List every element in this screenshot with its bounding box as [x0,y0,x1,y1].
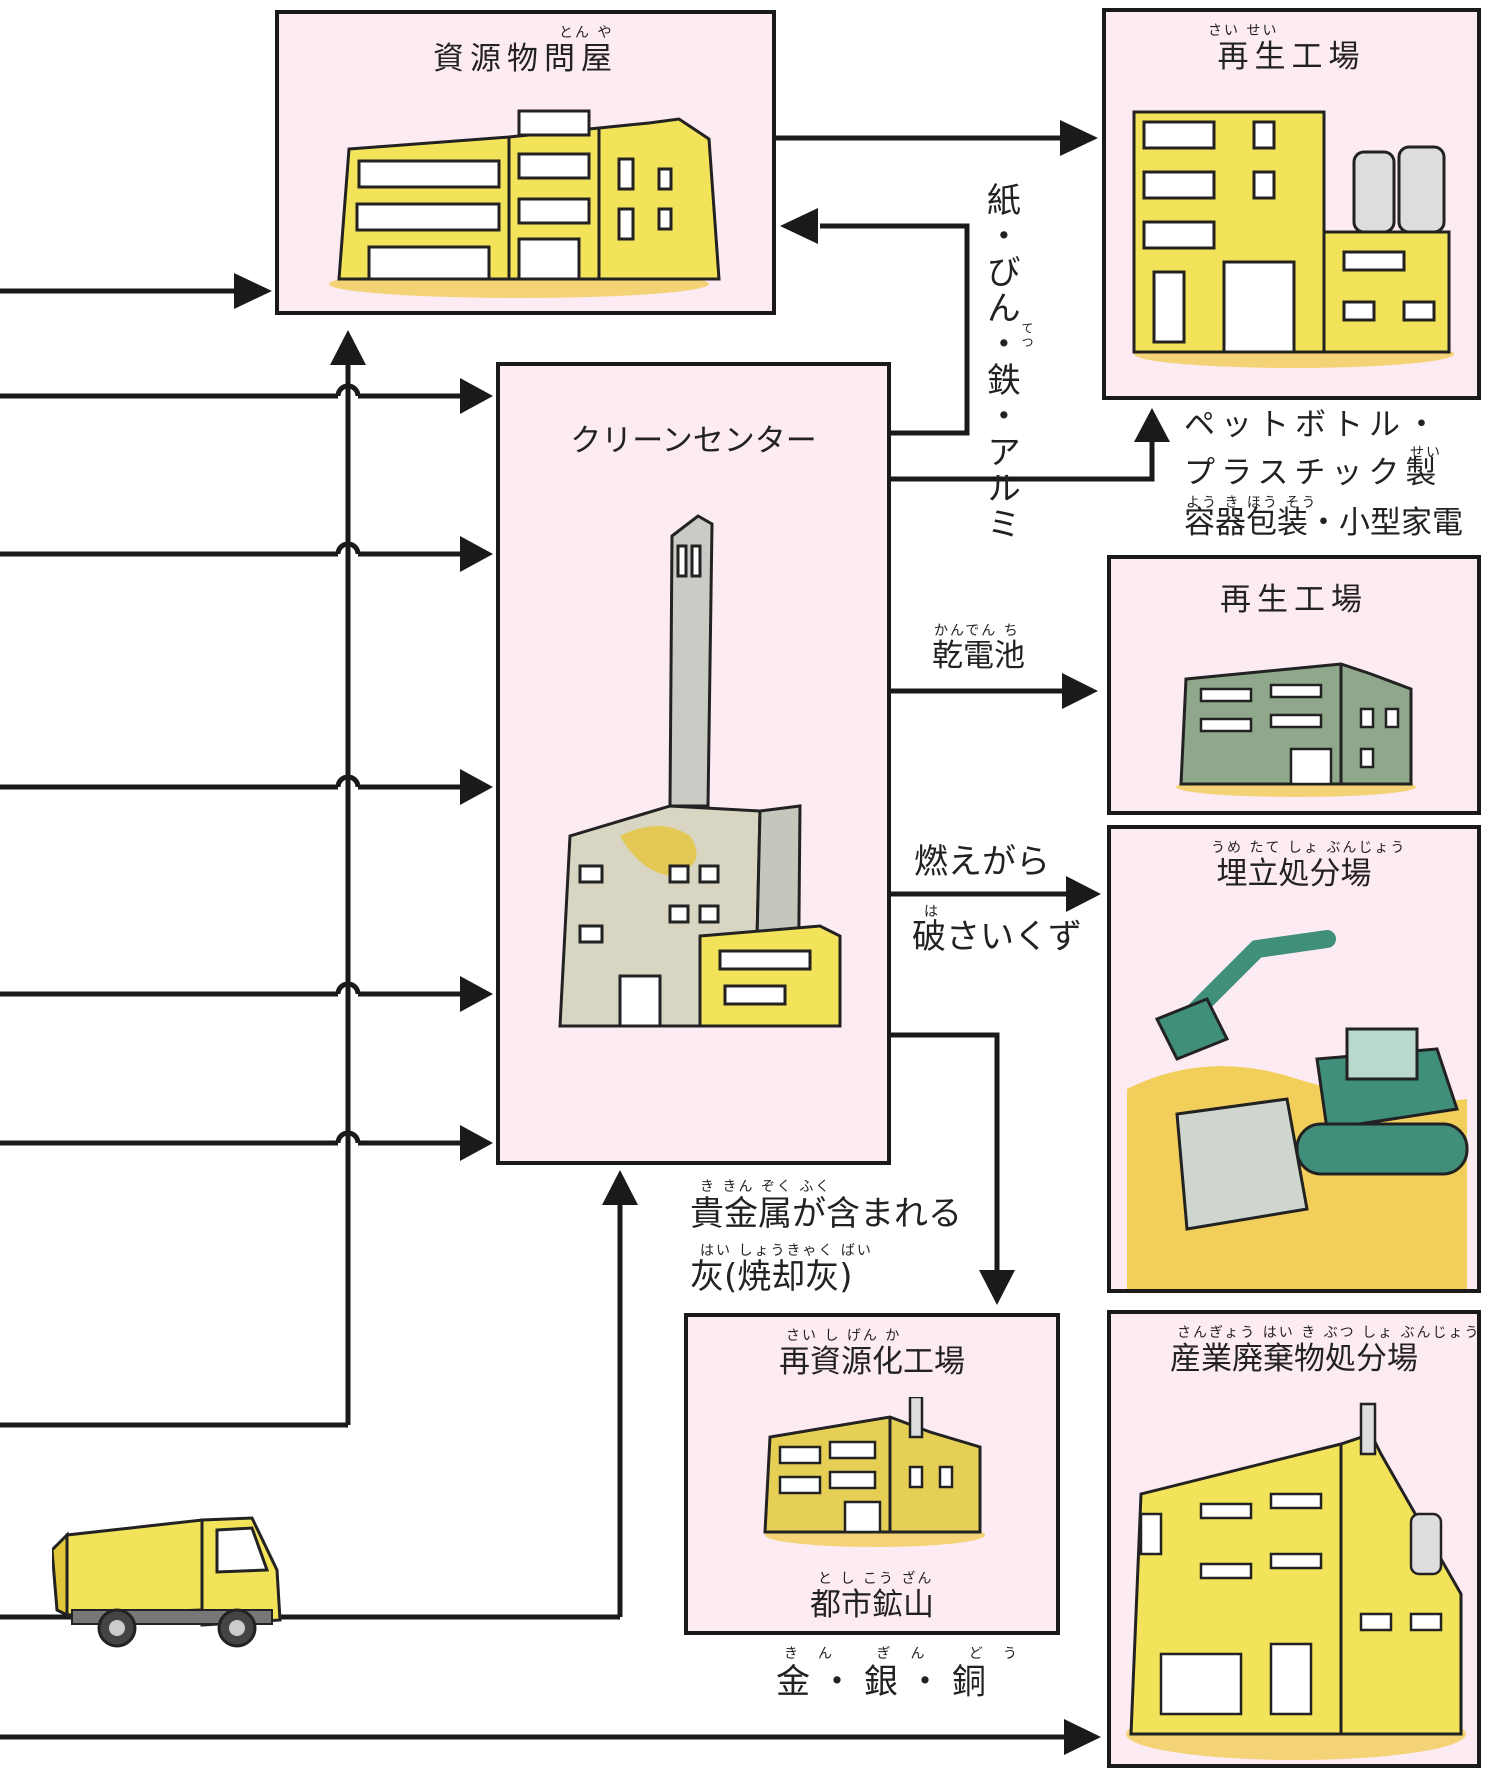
paper-bottles-ruby: てつ [1020,322,1034,350]
metals-label-line2: 灰(焼却灰) [690,1257,853,1297]
reprocessing-plant-box: さい し げん か 再資源化工場 と し こう ざん 都市鉱山 [684,1313,1060,1635]
recycling-plant-mid-title: 再生工場 [1220,582,1368,618]
reprocessing-plant-ruby: さい し げん か [786,1328,902,1344]
garbage-truck-illustration [52,1516,282,1648]
urban-mine-ruby: と し こう ざん [818,1571,934,1587]
recycling-plant-mid-box: 再生工場 [1107,555,1481,815]
wholesaler-building-illustration [329,109,721,298]
reprocessing-plant-illustration [763,1397,985,1547]
recycling-plant-top-box: さい せい 再生工場 [1102,8,1481,400]
industrial-waste-plant-illustration [1126,1402,1466,1760]
landfill-box: うめ たて しょ ぶんじょう 埋立処分場 [1107,825,1481,1293]
ash-label-line2: 破さいくず [912,917,1082,957]
industrial-waste-ruby: さんぎょう はい き ぶつ しょ ぶんじょう [1177,1325,1481,1341]
batteries-label: 乾電池 [932,638,1025,674]
pet-label-line2: プラスチック製 [1184,455,1443,491]
pet-line2-ruby: せい [1410,445,1442,461]
clean-center-box: クリーンセンター [496,362,891,1165]
recycling-plant-top-illustration [1132,110,1454,368]
industrial-waste-title: 産業廃棄物処分場 [1170,1341,1418,1377]
industrial-waste-box: さんぎょう はい き ぶつ しょ ぶんじょう 産業廃棄物処分場 [1107,1310,1481,1768]
metals-label-line1: 貴金属が含まれる [690,1194,962,1234]
landfill-title: 埋立処分場 [1216,856,1372,892]
incinerator-illustration [558,514,842,1028]
landfill-ruby: うめ たて しょ ぶんじょう [1211,840,1407,856]
ash-label-line1: 燃えがら [914,842,1050,882]
gold-silver-copper-ruby: きん ぎん どう [784,1646,1037,1662]
arrowheads [234,120,1170,1755]
paper-bottles-label: 紙・びん・鉄・アルミ [980,182,1021,542]
urban-mine-label: 都市鉱山 [810,1587,934,1623]
pet-label-line1: ペットボトル・ [1184,407,1443,443]
pet-line3-ruby: よう き ほう そう [1186,495,1318,511]
metals-line2-ruby: はい しょうきゃく ばい [700,1243,873,1259]
clean-center-title: クリーンセンター [570,423,817,459]
wholesaler-title: 資源物問屋 [433,41,618,77]
excavator-illustration [1127,930,1469,1289]
batteries-ruby: かんでん ち [934,623,1020,639]
reprocessing-plant-title: 再資源化工場 [779,1344,965,1380]
gold-silver-copper-label: 金・銀・銅 [776,1662,996,1702]
wholesaler-ruby: とん や [559,25,614,41]
recycling-plant-top-title: 再生工場 [1217,39,1366,75]
pet-label-line3: 容器包装・小型家電 [1184,505,1463,541]
metals-line1-ruby: き きん ぞく ふく [700,1179,832,1195]
recycling-plant-top-ruby: さい せい [1208,23,1279,39]
recycler-wholesaler-box: とん や 資源物問屋 [275,10,776,315]
recycling-plant-mid-illustration [1176,662,1416,797]
ash-line2-ruby: は [924,904,940,920]
